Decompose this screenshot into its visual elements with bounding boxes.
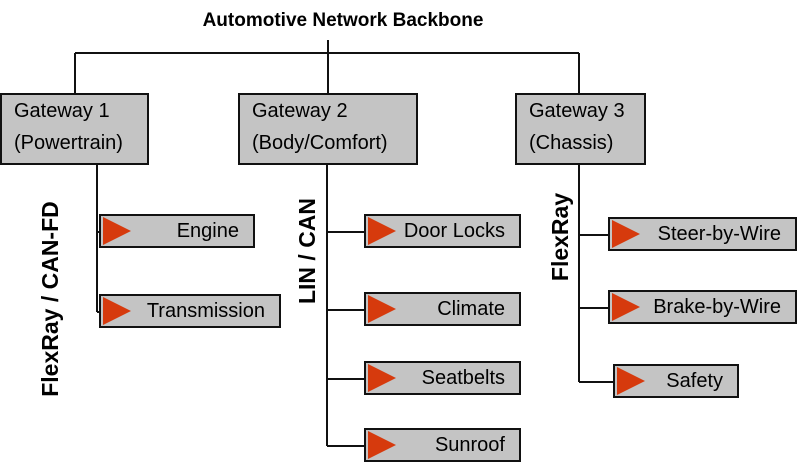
triangle-arrow-icon bbox=[368, 364, 396, 392]
triangle-arrow-icon bbox=[103, 297, 131, 325]
triangle-arrow-icon bbox=[612, 293, 640, 321]
triangle-arrow-icon bbox=[612, 220, 640, 248]
node-label: Sunroof bbox=[434, 434, 505, 456]
node-engine: Engine bbox=[99, 214, 255, 248]
triangle-arrow-icon bbox=[103, 217, 131, 245]
gateway-3-box: Gateway 3 (Chassis) bbox=[515, 93, 646, 165]
gateway-2-box: Gateway 2 (Body/Comfort) bbox=[238, 93, 418, 165]
triangle-arrow-icon bbox=[368, 217, 396, 245]
triangle-arrow-icon bbox=[368, 295, 396, 323]
gateway-2-name: Gateway 2 bbox=[252, 100, 348, 122]
node-label: Climate bbox=[437, 298, 505, 320]
gateway-1-name: Gateway 1 bbox=[14, 100, 110, 122]
node-label: Steer-by-Wire bbox=[657, 223, 781, 245]
node-label: Transmission bbox=[146, 300, 265, 322]
gateway-1-domain: (Powertrain) bbox=[14, 132, 123, 154]
node-sunroof: Sunroof bbox=[364, 428, 521, 462]
node-transmission: Transmission bbox=[99, 294, 281, 328]
node-seatbelts: Seatbelts bbox=[364, 361, 521, 395]
node-climate: Climate bbox=[364, 292, 521, 326]
gateway-3-domain: (Chassis) bbox=[529, 132, 614, 154]
gateway-2-domain: (Body/Comfort) bbox=[252, 132, 388, 154]
triangle-arrow-icon bbox=[368, 431, 396, 459]
gateway-3-name: Gateway 3 bbox=[529, 100, 625, 122]
diagram-title: Automotive Network Backbone bbox=[202, 10, 484, 31]
gateway-2-bus-label: LIN / CAN bbox=[294, 197, 320, 305]
node-safety: Safety bbox=[613, 364, 739, 398]
node-label: Door Locks bbox=[403, 220, 505, 242]
node-label: Engine bbox=[176, 220, 239, 242]
gateway-1-box: Gateway 1 (Powertrain) bbox=[0, 93, 149, 165]
node-label: Seatbelts bbox=[421, 367, 505, 389]
node-steer-by-wire: Steer-by-Wire bbox=[608, 217, 797, 251]
triangle-arrow-icon bbox=[617, 367, 645, 395]
node-brake-by-wire: Brake-by-Wire bbox=[608, 290, 797, 324]
node-label: Safety bbox=[666, 370, 723, 392]
gateway-3-bus-label: FlexRay bbox=[547, 192, 573, 282]
node-label: Brake-by-Wire bbox=[653, 296, 781, 318]
gateway-1-bus-label: FlexRay / CAN-FD bbox=[37, 201, 63, 397]
node-door-locks: Door Locks bbox=[364, 214, 521, 248]
